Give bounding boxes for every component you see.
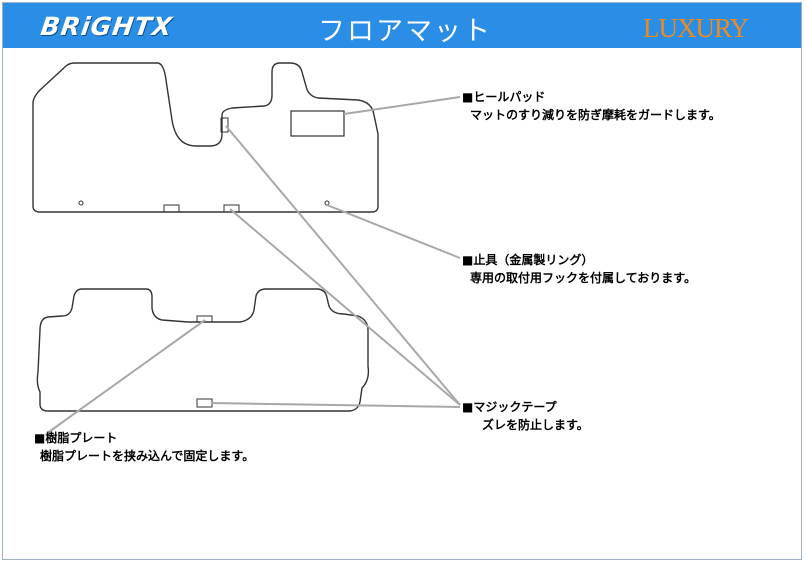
rear-velcro-tab xyxy=(196,398,213,408)
hook-title: ■止具（金属製リング） xyxy=(462,253,594,267)
resin-plate-desc: 樹脂プレートを挟み込んで固定します。 xyxy=(40,449,255,463)
leader-velcro-b xyxy=(229,208,461,406)
heel-pad-title: ■ヒールパッド xyxy=(462,90,546,104)
heel-pad-desc: マットのすり減りを防ぎ摩耗をガードします。 xyxy=(470,108,721,122)
hook-desc: 専用の取付用フックを付属しております。 xyxy=(470,271,697,285)
heel-pad-rect xyxy=(290,110,345,137)
leader-heel-pad xyxy=(343,96,461,115)
front-mat-outline xyxy=(32,62,379,213)
velcro-desc: ズレを防止します。 xyxy=(482,418,589,432)
hook-ring-left xyxy=(78,200,84,206)
callout-hook: ■止具（金属製リング） 専用の取付用フックを付属しております。 xyxy=(462,251,696,287)
resin-plate-title: ■樹脂プレート xyxy=(34,431,118,445)
front-velcro-tab xyxy=(220,117,229,133)
leader-velcro-c xyxy=(210,402,461,408)
hook-ring-right xyxy=(324,200,330,206)
rear-mat-outline xyxy=(36,288,370,412)
callout-resin-plate: ■樹脂プレート 樹脂プレートを挟み込んで固定します。 xyxy=(34,429,254,465)
leader-hook xyxy=(326,204,461,259)
front-bottom-tab-1 xyxy=(163,204,180,213)
luxury-brand-label: LUXURY xyxy=(643,13,749,43)
velcro-title: ■マジックテープ xyxy=(462,400,557,414)
page-title: フロアマット xyxy=(318,16,492,47)
front-bottom-tab-2 xyxy=(223,204,240,213)
callout-velcro: ■マジックテープ ズレを防止します。 xyxy=(462,398,589,434)
leader-velcro-a xyxy=(225,125,461,406)
callout-heel-pad: ■ヒールパッド マットのすり減りを防ぎ摩耗をガードします。 xyxy=(462,88,721,124)
rear-resin-tab xyxy=(196,315,213,323)
header-bar: BRiGHTX フロアマット LUXURY xyxy=(3,3,801,48)
leader-resin xyxy=(45,319,206,435)
